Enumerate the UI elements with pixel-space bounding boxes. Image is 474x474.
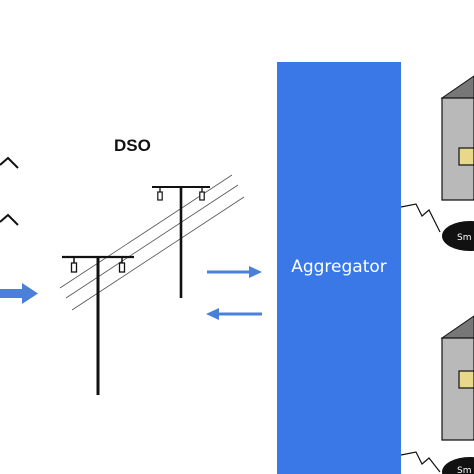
utility-pole-back [152, 186, 210, 298]
left-arrow [0, 283, 38, 304]
smart-meter-top: Sm [442, 221, 474, 251]
smart-meter-top-label: Sm [457, 233, 471, 243]
utility-pole-front [62, 255, 134, 395]
bird-icon-bottom [0, 213, 19, 226]
aggregator-box [277, 62, 401, 474]
aggregator-label: Aggregator [291, 257, 387, 277]
house-bottom [440, 315, 474, 441]
arrow-to-aggregator [207, 266, 262, 278]
power-lines [59, 174, 245, 311]
meter-link-top [400, 203, 441, 233]
smart-meter-bottom-label: Sm [457, 466, 471, 474]
dso-label: DSO [114, 136, 151, 155]
house-bottom-window [458, 370, 474, 389]
bird-icon-top [0, 156, 19, 169]
smart-meter-bottom: Sm [442, 457, 474, 474]
house-top-window [458, 147, 474, 166]
meter-link-bottom [400, 451, 441, 473]
house-top [440, 75, 474, 201]
arrow-from-aggregator [206, 308, 262, 320]
